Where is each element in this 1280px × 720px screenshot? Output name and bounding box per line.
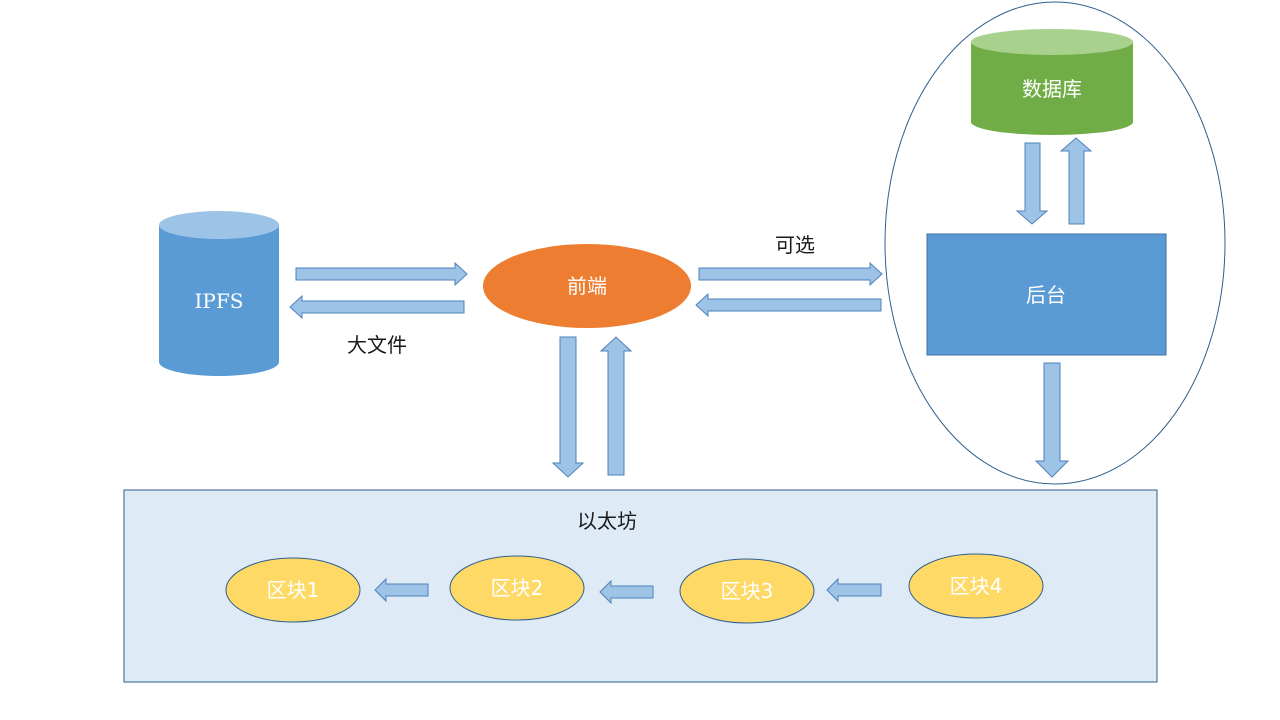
block-4: 区块4 bbox=[908, 553, 1044, 619]
block-1-label: 区块1 bbox=[267, 578, 320, 602]
backend-label: 后台 bbox=[1026, 283, 1066, 307]
arrow-backend-to-database bbox=[1059, 137, 1093, 225]
backend-node bbox=[926, 233, 1167, 356]
block-3-label: 区块3 bbox=[721, 579, 774, 603]
arrow-database-to-backend bbox=[1015, 142, 1049, 225]
arrow-frontend-to-backend bbox=[698, 261, 883, 287]
ipfs-label: IPFS bbox=[195, 289, 244, 313]
arrow-ipfs-to-frontend bbox=[295, 261, 468, 287]
database-label: 数据库 bbox=[1022, 77, 1082, 101]
arrow-backend-to-ethereum bbox=[1034, 362, 1070, 478]
ethereum-label: 以太坊 bbox=[577, 509, 637, 533]
backend-boundary bbox=[884, 1, 1226, 485]
arrow-frontend-to-ethereum bbox=[551, 336, 585, 478]
arrow-backend-to-frontend bbox=[695, 292, 882, 318]
arrow-block3-to-block2 bbox=[599, 579, 654, 605]
frontend-node bbox=[483, 244, 691, 328]
optional-label: 可选 bbox=[775, 233, 815, 257]
block-1: 区块1 bbox=[225, 557, 361, 623]
arrow-frontend-to-ipfs bbox=[289, 294, 465, 320]
block-4-label: 区块4 bbox=[950, 574, 1003, 598]
block-2: 区块2 bbox=[449, 555, 585, 621]
arrow-block2-to-block1 bbox=[374, 577, 429, 603]
frontend-label: 前端 bbox=[567, 274, 607, 298]
block-3: 区块3 bbox=[679, 558, 815, 624]
large-file-label: 大文件 bbox=[347, 333, 407, 357]
arrow-ethereum-to-frontend bbox=[599, 336, 633, 476]
arrow-block4-to-block3 bbox=[826, 577, 882, 603]
ipfs-cylinder: IPFS bbox=[159, 211, 279, 376]
database-cylinder: 数据库 bbox=[971, 29, 1133, 135]
block-2-label: 区块2 bbox=[491, 576, 544, 600]
